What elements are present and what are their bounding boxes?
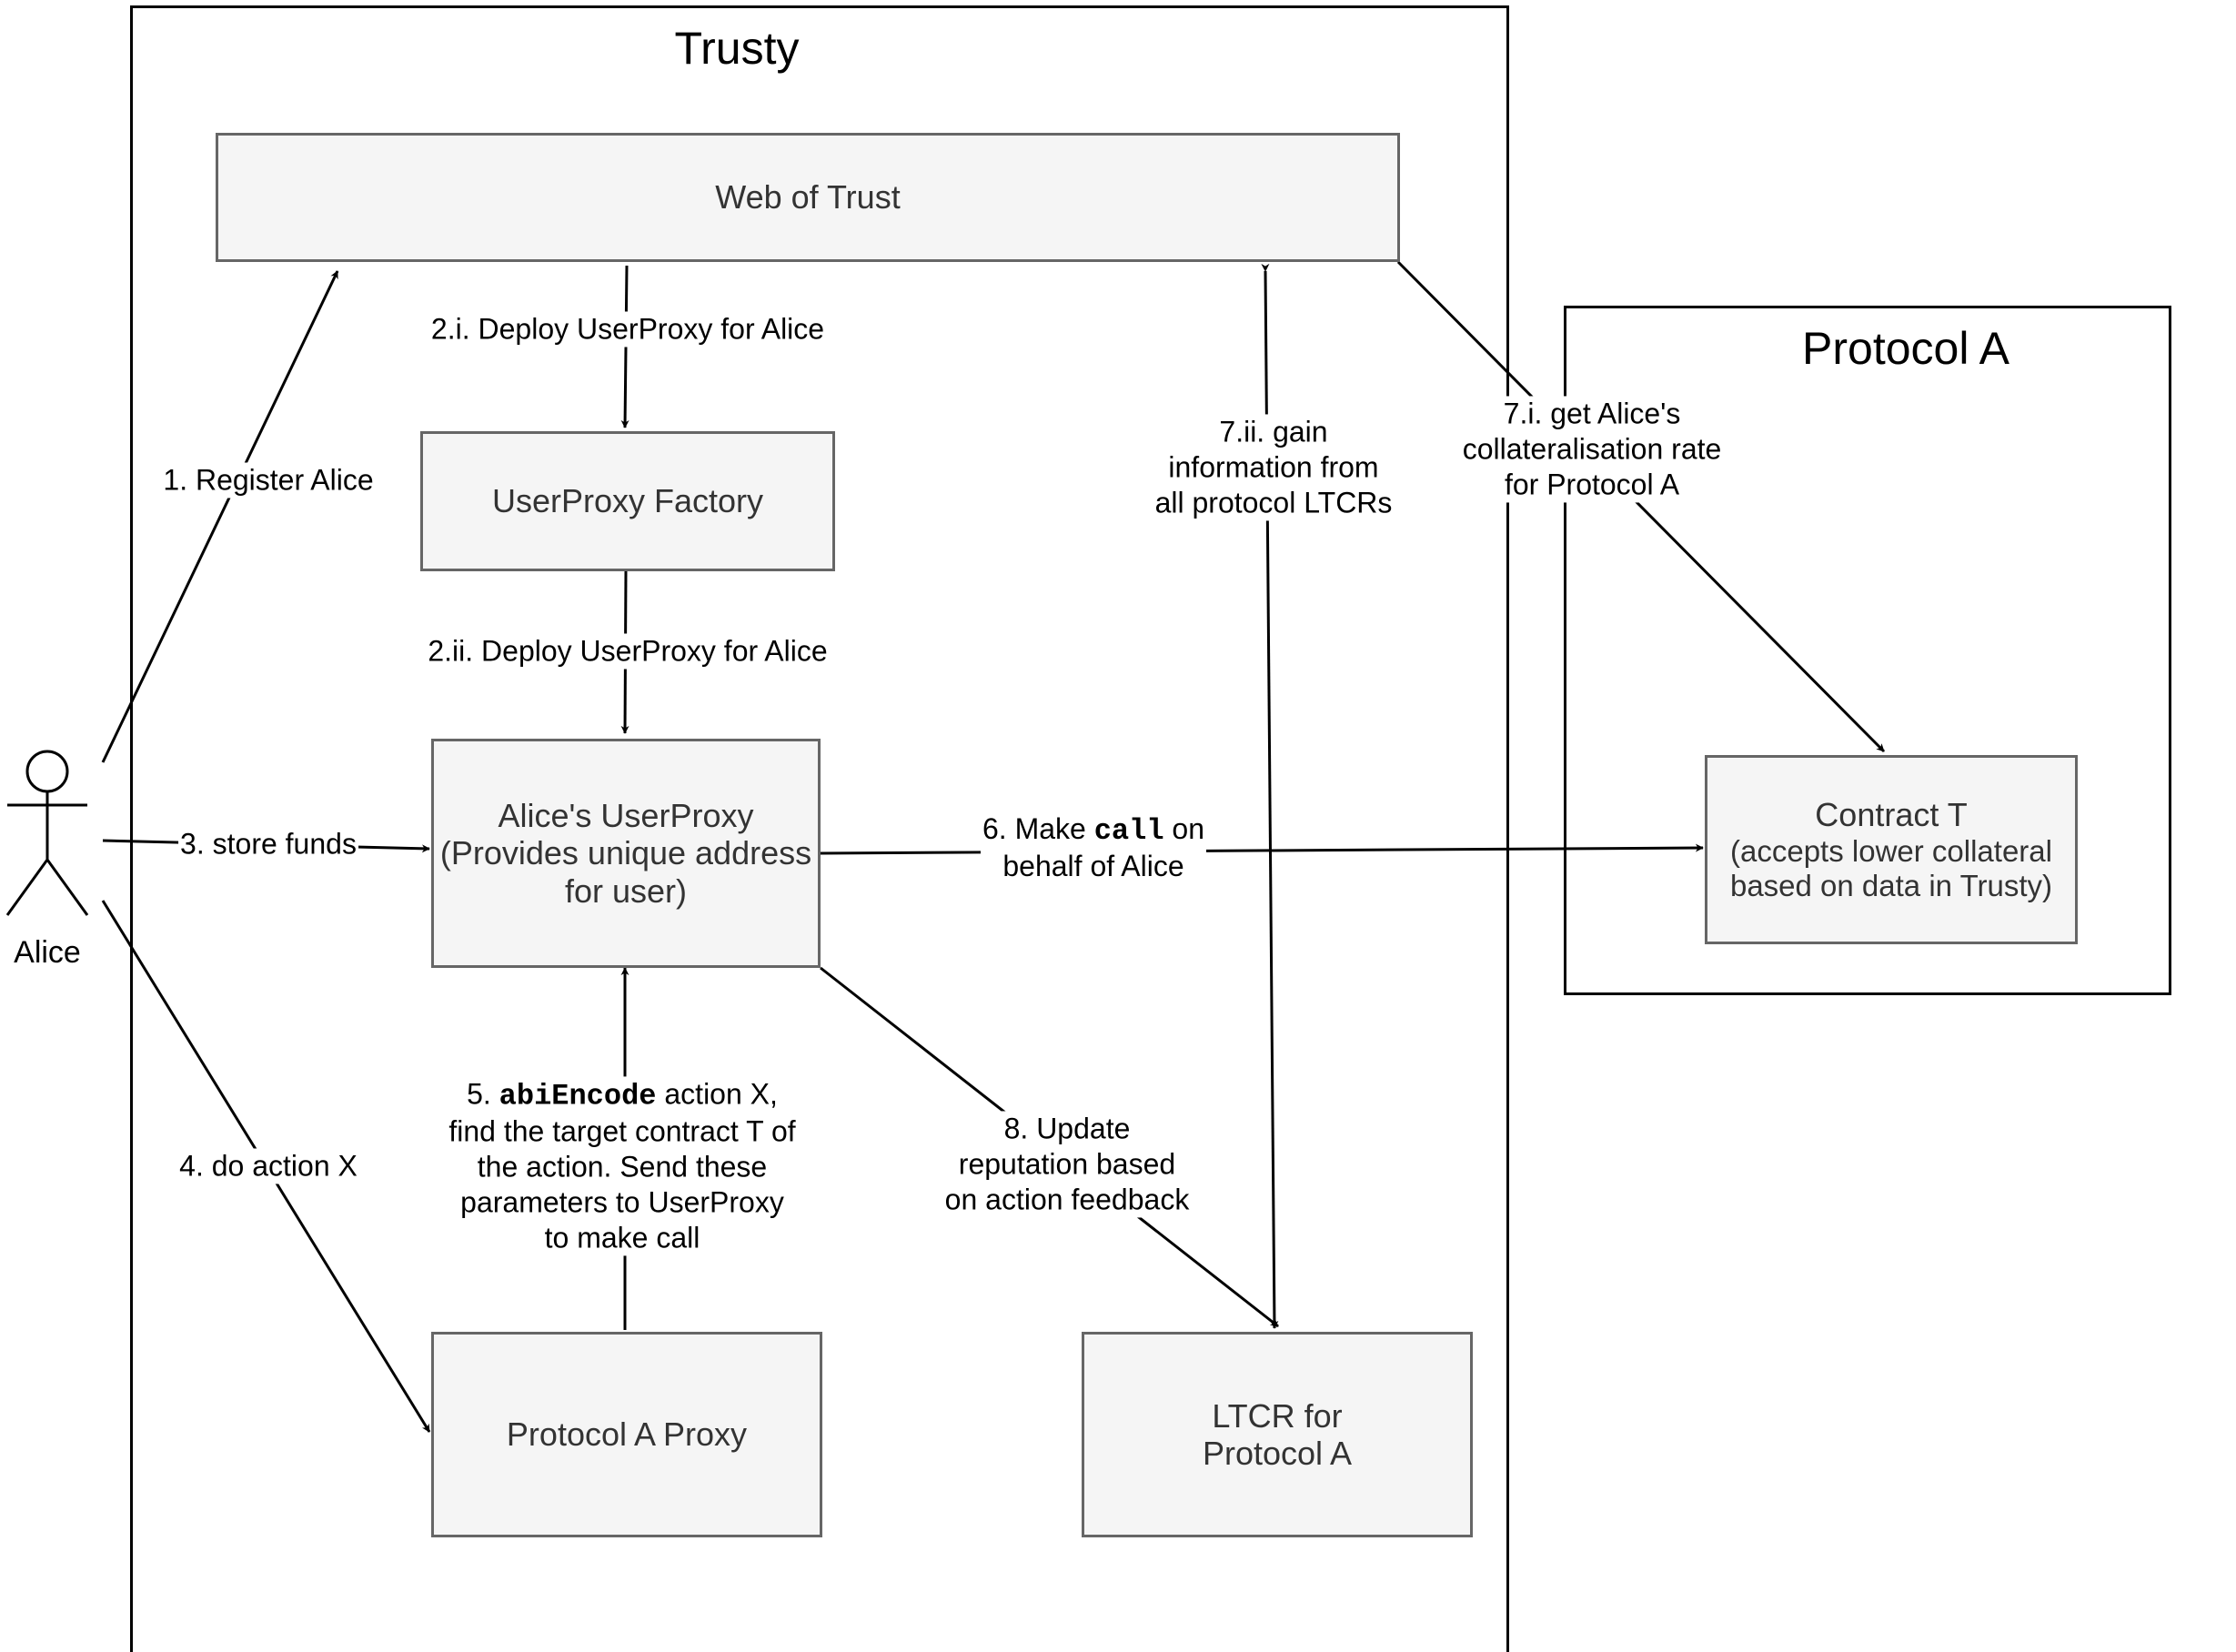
step5-line1: 5. abiEncode action X, — [467, 1077, 778, 1113]
step8-line1: 8. Update — [1003, 1112, 1131, 1145]
contract-t-line2: (accepts lower collateral — [1730, 833, 2052, 868]
ltcr-box: LTCR for Protocol A — [1082, 1332, 1473, 1537]
step5-line2: find the target contract T of — [448, 1114, 796, 1148]
step7i-line3: for Protocol A — [1504, 468, 1680, 501]
step7i-line2: collateralisation rate — [1462, 432, 1722, 466]
step7ii-line1: 7.ii. gain — [1219, 415, 1328, 448]
trusty-container — [130, 5, 1509, 1652]
step8-line2: reputation based — [958, 1147, 1176, 1181]
protocol-a-proxy-label: Protocol A Proxy — [506, 1415, 748, 1454]
edge-label-step7i: 7.i. get Alice's collateralisation rate … — [1460, 396, 1724, 503]
contract-t-line3: based on data in Trusty) — [1729, 868, 2053, 902]
edge-register — [101, 270, 339, 763]
edge-step7i — [1390, 254, 1886, 753]
actor-label: Alice — [14, 935, 81, 970]
userproxy-factory-label: UserProxy Factory — [491, 482, 764, 520]
step6-line2: behalf of Alice — [1002, 850, 1184, 882]
edge-label-step7ii: 7.ii. gain information from all protocol… — [1153, 414, 1395, 521]
ltcr-line1: LTCR for — [1212, 1396, 1343, 1435]
protocol-a-title: Protocol A — [1802, 323, 2009, 374]
step8-line3: on action feedback — [944, 1183, 1190, 1216]
web-of-trust-label: Web of Trust — [715, 178, 901, 217]
step7ii-line3: all protocol LTCRs — [1154, 486, 1393, 519]
web-of-trust-box: Web of Trust — [216, 133, 1400, 262]
step5-line3: the action. Send these — [477, 1150, 768, 1184]
protocol-a-proxy-box: Protocol A Proxy — [431, 1332, 822, 1537]
edge-label-store-funds: 3. store funds — [178, 826, 358, 862]
contract-t-box: Contract T (accepts lower collateral bas… — [1705, 755, 2078, 944]
contract-t-line1: Contract T — [1815, 796, 1968, 834]
ltcr-line2: Protocol A — [1202, 1435, 1353, 1472]
alice-userproxy-box: Alice's UserProxy (Provides unique addre… — [431, 739, 821, 968]
step6-line1: 6. Make call on — [982, 811, 1205, 848]
edge-label-step8: 8. Update reputation based on action fee… — [942, 1111, 1192, 1218]
edge-label-step5: 5. abiEncode action X, find the target c… — [447, 1076, 798, 1256]
protocol-a-container — [1564, 306, 2171, 995]
step5-code: abiEncode — [499, 1079, 657, 1113]
alice-userproxy-line2: (Provides unique address — [439, 834, 812, 872]
edge-label-step6: 6. Make call on behalf of Alice — [980, 811, 1207, 885]
alice-userproxy-line1: Alice's UserProxy — [498, 796, 754, 834]
step6-code: call — [1093, 813, 1164, 848]
userproxy-factory-box: UserProxy Factory — [420, 431, 835, 571]
edge-label-deploy-2i: 2.i. Deploy UserProxy for Alice — [428, 311, 827, 348]
alice-userproxy-line3: for user) — [564, 871, 688, 910]
edge-label-do-action: 4. do action X — [177, 1148, 359, 1184]
trusty-title: Trusty — [674, 23, 800, 74]
step7ii-line2: information from — [1168, 450, 1379, 484]
edge-label-register: 1. Register Alice — [161, 462, 376, 499]
step5-line4: parameters to UserProxy — [460, 1185, 784, 1219]
step7i-line1: 7.i. get Alice's — [1503, 397, 1681, 430]
step5-line5: to make call — [544, 1221, 700, 1254]
actor-icon — [5, 750, 89, 916]
edge-label-deploy-2ii: 2.ii. Deploy UserProxy for Alice — [426, 633, 830, 670]
